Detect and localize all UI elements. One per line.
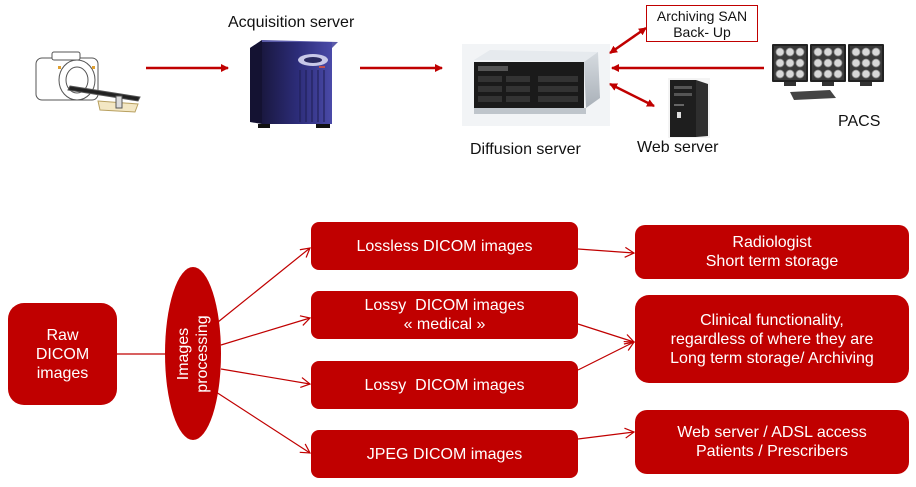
- output-lossless-line1: Lossless DICOM images: [356, 237, 533, 255]
- desktop-tower-icon: [668, 78, 710, 138]
- raw-line2: DICOM: [35, 345, 90, 363]
- output-lossy-medical-line1: Lossy DICOM images: [364, 297, 525, 314]
- arrow-lossy-medical-to-clinical: [577, 323, 636, 345]
- raw-line1: Raw: [46, 326, 79, 344]
- process-line2: processing: [194, 314, 211, 393]
- use-box-radiologist: Radiologist Short term storage: [635, 225, 909, 279]
- arrow-processing-to-lossy-medical: [220, 315, 312, 346]
- web-server-label: Web server: [637, 139, 719, 156]
- ct-scanner-icon: [35, 51, 141, 113]
- use-radiologist-line1: Radiologist: [732, 234, 812, 251]
- use-box-clinical: Clinical functionality, regardless of wh…: [635, 295, 909, 383]
- archiving-san-box: Archiving SAN Back- Up: [646, 5, 758, 42]
- use-web-line1: Web server / ADSL access: [677, 424, 867, 441]
- output-box-lossless: Lossless DICOM images: [311, 222, 578, 270]
- diffusion-server-label: Diffusion server: [470, 141, 581, 158]
- output-box-jpeg: JPEG DICOM images: [311, 430, 578, 478]
- arrow-lossless-to-radiologist: [577, 246, 636, 258]
- use-box-web: Web server / ADSL access Patients / Pres…: [635, 410, 909, 474]
- archiving-line1: Archiving SAN: [656, 7, 748, 24]
- images-processing-ellipse: Images processing: [165, 267, 221, 440]
- raw-line3: images: [36, 364, 89, 382]
- arrow-diffusion-web: [609, 82, 655, 108]
- use-web-line2: Patients / Prescribers: [695, 443, 849, 460]
- output-box-lossy: Lossy DICOM images: [311, 361, 578, 409]
- archiving-line2: Back- Up: [673, 23, 731, 40]
- raw-dicom-box: Raw DICOM images: [8, 303, 117, 405]
- pacs-label: PACS: [838, 113, 881, 130]
- pacs-workstation-icon: [772, 44, 884, 100]
- rack-server-icon: [462, 44, 610, 126]
- tower-server-icon: [250, 40, 338, 128]
- arrow-diffusion-archiving: [609, 26, 647, 55]
- arrow-lossy-to-clinical: [577, 340, 636, 371]
- output-jpeg-line1: JPEG DICOM images: [366, 445, 523, 463]
- use-clinical-line2: regardless of where they are: [670, 330, 874, 348]
- arrow-jpeg-to-web: [577, 427, 636, 440]
- arrow-processing-to-lossless: [217, 247, 311, 323]
- use-clinical-line3: Long term storage/ Archiving: [670, 349, 874, 367]
- output-lossy-line1: Lossy DICOM images: [364, 376, 525, 394]
- output-lossy-medical-line2: « medical »: [403, 316, 486, 333]
- use-clinical-line1: Clinical functionality,: [700, 311, 844, 329]
- arrow-processing-to-lossy: [220, 368, 312, 389]
- process-line1: Images: [175, 327, 192, 380]
- output-box-lossy-medical: Lossy DICOM images « medical »: [311, 291, 578, 339]
- acquisition-server-label: Acquisition server: [228, 14, 355, 31]
- arrow-processing-to-jpeg: [215, 391, 312, 454]
- use-radiologist-line2: Short term storage: [705, 253, 839, 270]
